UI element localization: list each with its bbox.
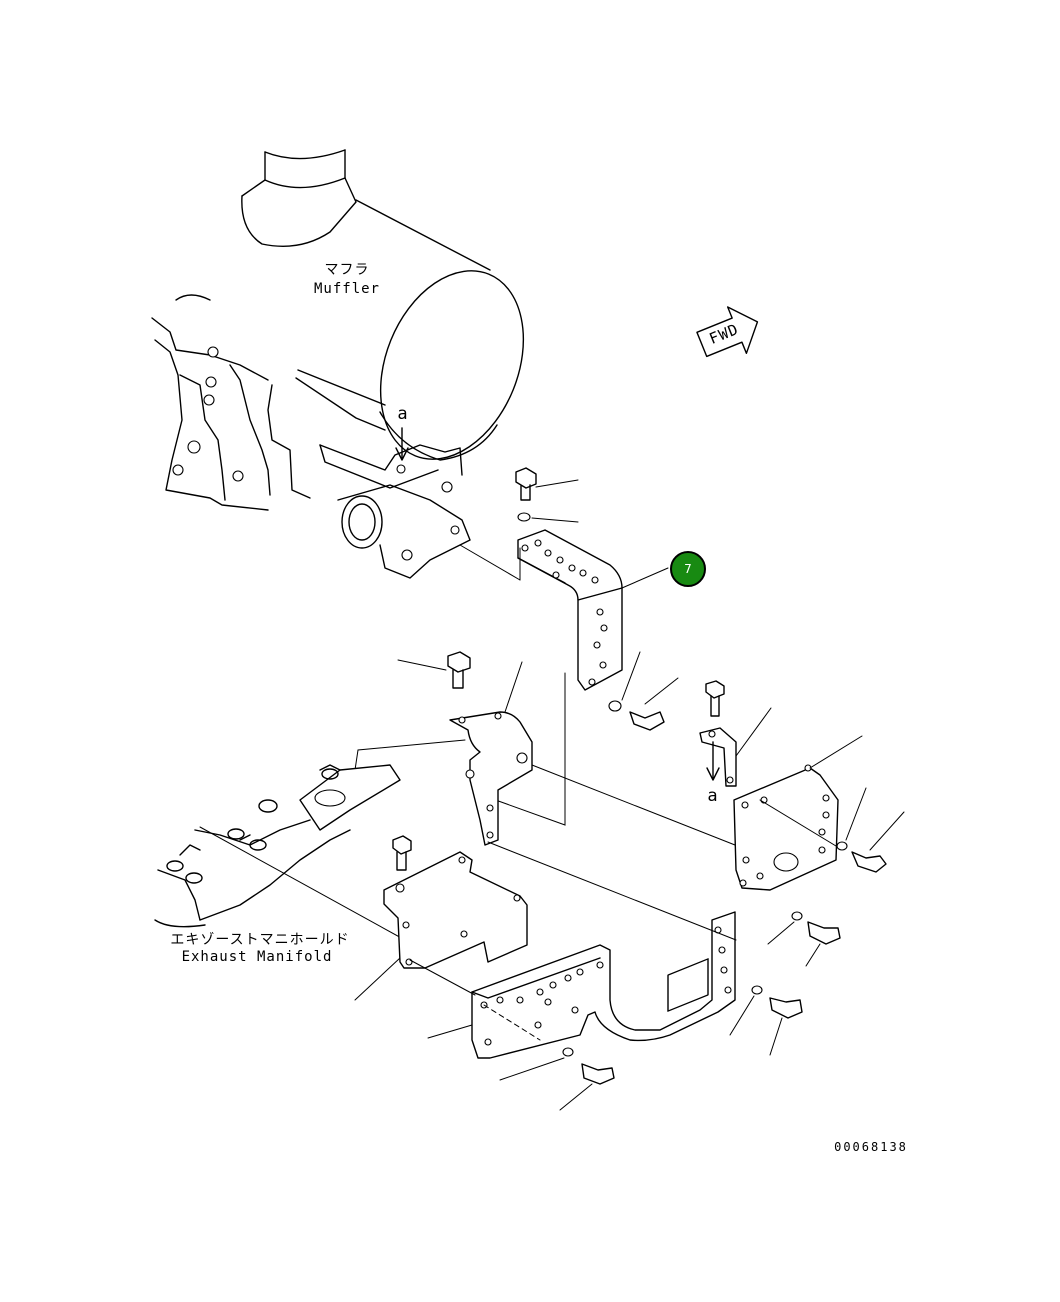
engine-block — [151, 317, 521, 581]
fasteners-upper — [392, 467, 725, 871]
part-callout-7[interactable]: 7 — [670, 551, 706, 587]
fwd-arrow — [696, 306, 759, 358]
muffler-label-en: Muffler — [313, 281, 380, 297]
reference-a-top: a — [397, 404, 409, 424]
right-plate — [699, 707, 905, 891]
manifold-label-jp: エキゾーストマニホールド — [170, 932, 350, 948]
bracket-7 — [489, 529, 669, 826]
middle-bracket — [354, 661, 736, 846]
reference-a-side: a — [707, 786, 719, 806]
exhaust-manifold — [154, 764, 406, 941]
lower-brackets — [354, 841, 841, 1111]
drawing-number: 00068138 — [834, 1140, 908, 1154]
manifold-label-en: Exhaust Manifold — [181, 949, 333, 965]
muffler-label-jp: マフラ — [324, 262, 370, 278]
muffler — [175, 149, 525, 489]
